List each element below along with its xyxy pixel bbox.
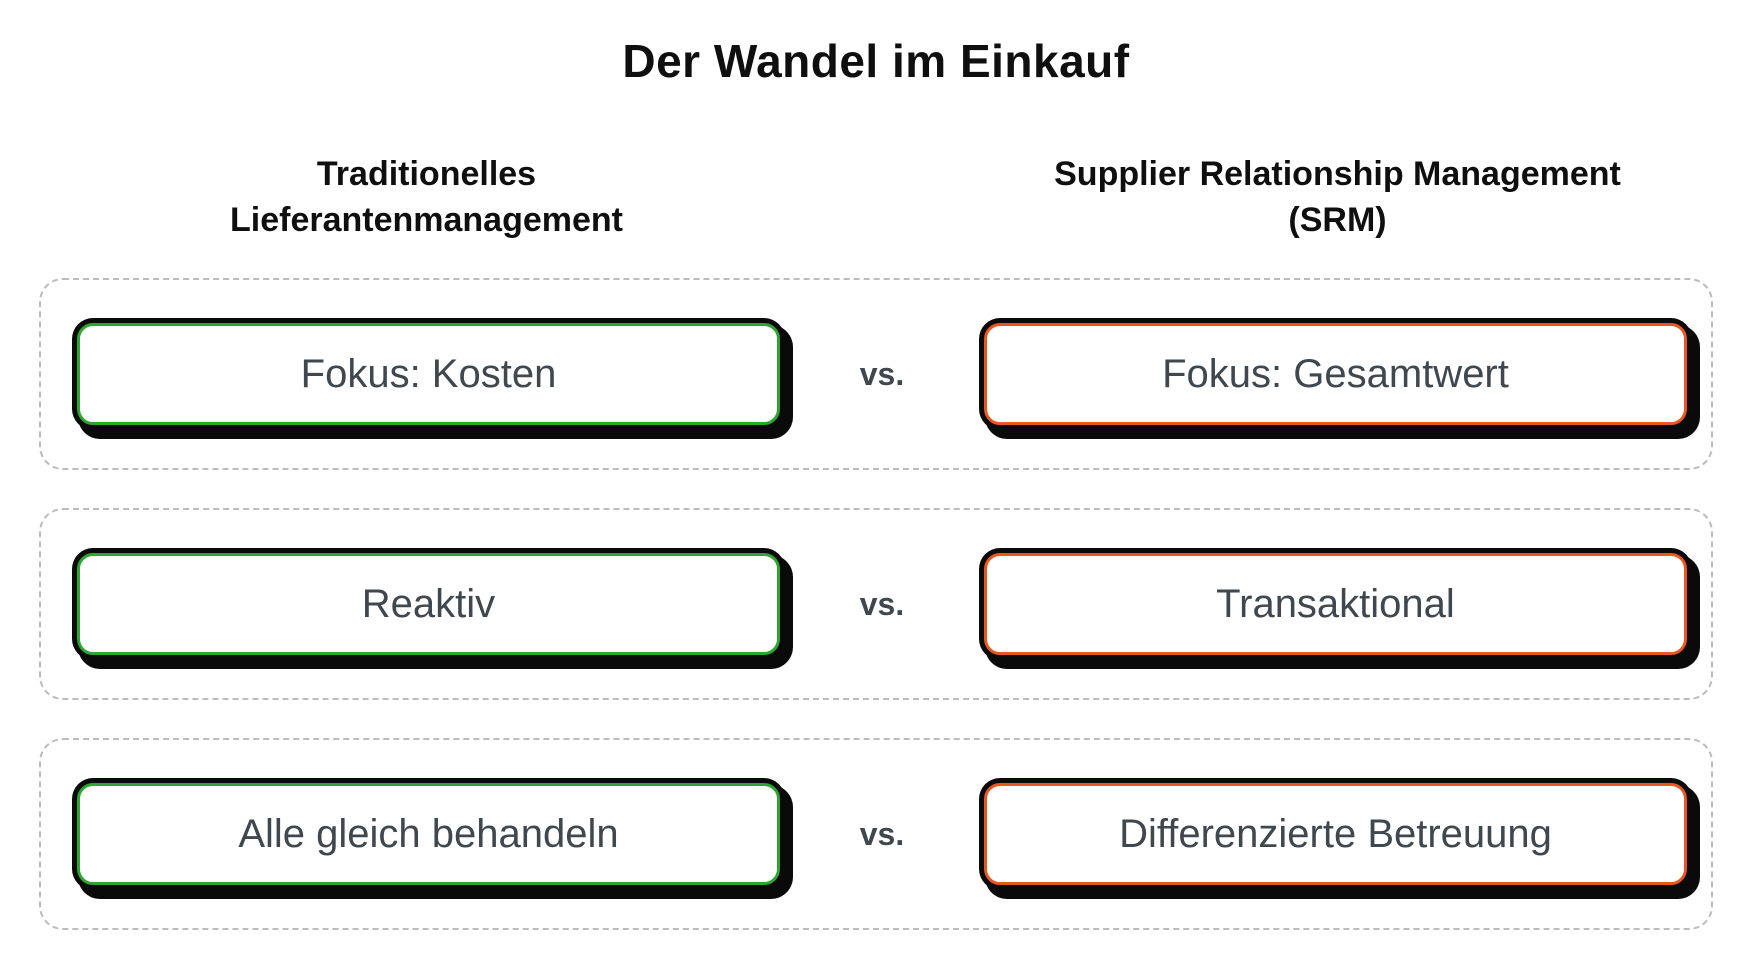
column-header-traditional-line1: Traditionelles bbox=[316, 155, 537, 193]
comparison-row-treatment: Alle gleich behandeln vs. Differenzierte… bbox=[39, 738, 1713, 930]
traditional-box-behavior: Reaktiv bbox=[77, 553, 780, 655]
srm-box-treatment: Differenzierte Betreuung bbox=[984, 783, 1687, 885]
column-headers: Traditionelles Lieferantenmanagement Sup… bbox=[39, 151, 1713, 243]
column-header-traditional-line2: Lieferantenmanagement bbox=[230, 201, 623, 239]
diagram-content: Der Wandel im Einkauf Traditionelles Lie… bbox=[39, 34, 1713, 930]
traditional-box-treatment: Alle gleich behandeln bbox=[77, 783, 780, 885]
srm-box-focus: Fokus: Gesamtwert bbox=[984, 323, 1687, 425]
comparison-row-behavior: Reaktiv vs. Transaktional bbox=[39, 508, 1713, 700]
versus-label: vs. bbox=[859, 815, 905, 852]
column-header-srm-line2: (SRM) bbox=[1288, 201, 1387, 239]
versus-label: vs. bbox=[859, 585, 905, 622]
column-header-srm: Supplier Relationship Management (SRM) bbox=[986, 151, 1689, 243]
srm-box-behavior: Transaktional bbox=[984, 553, 1687, 655]
column-header-traditional: Traditionelles Lieferantenmanagement bbox=[75, 151, 778, 243]
traditional-box-focus: Fokus: Kosten bbox=[77, 323, 780, 425]
comparison-row-focus: Fokus: Kosten vs. Fokus: Gesamtwert bbox=[39, 278, 1713, 470]
versus-label: vs. bbox=[859, 355, 905, 392]
column-header-srm-line1: Supplier Relationship Management bbox=[1054, 155, 1621, 193]
page-title: Der Wandel im Einkauf bbox=[622, 35, 1130, 87]
comparison-rows: Fokus: Kosten vs. Fokus: Gesamtwert Reak… bbox=[39, 278, 1713, 930]
